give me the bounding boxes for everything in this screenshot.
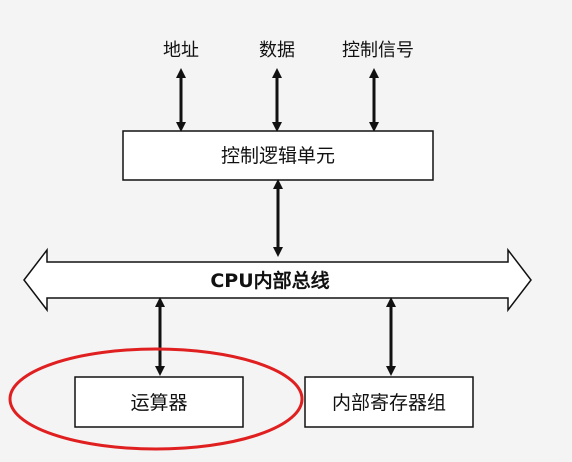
control-logic-unit-label: 控制逻辑单元 (221, 145, 335, 167)
address-label: 地址 (163, 40, 199, 61)
internal-register-group-box (304, 376, 474, 428)
cpu-internal-bus (23, 247, 532, 313)
alu-label: 运算器 (130, 392, 187, 414)
highlight-ellipse (8, 347, 304, 451)
control-signal-label: 控制信号 (342, 40, 414, 61)
internal-register-group-label: 内部寄存器组 (332, 392, 446, 414)
cpu-internal-bus-label: CPU内部总线 (210, 269, 329, 292)
data-label: 数据 (259, 40, 295, 61)
control-logic-unit-box (122, 130, 434, 181)
alu-box (74, 376, 244, 428)
